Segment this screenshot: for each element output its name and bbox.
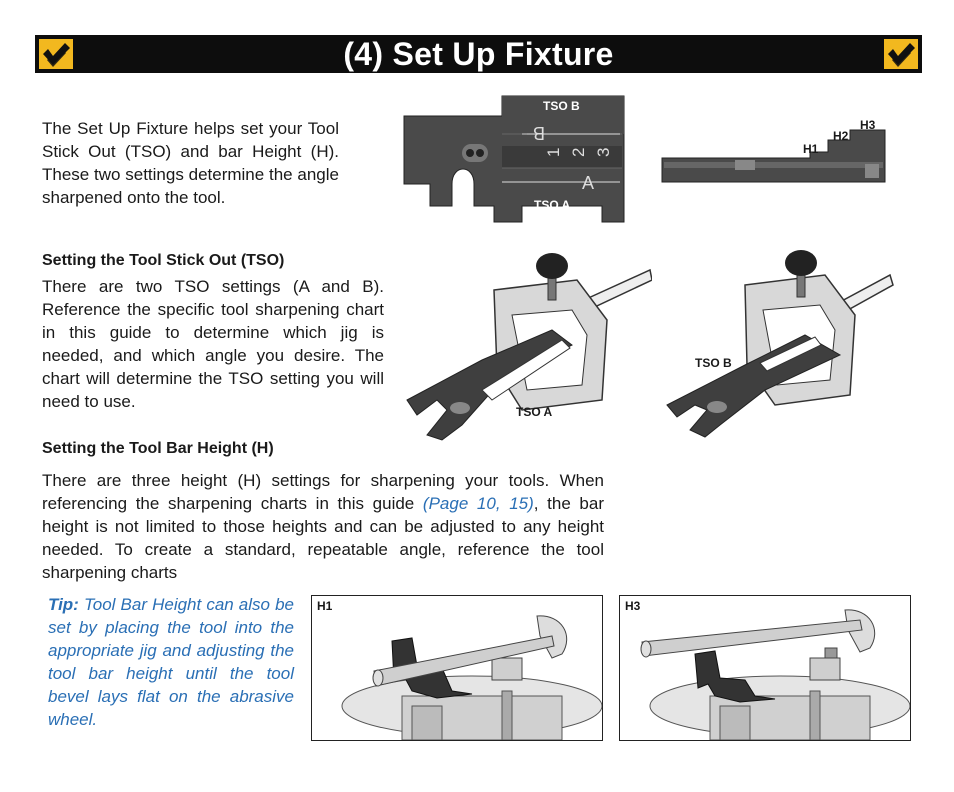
label-tso-a: TSO A: [534, 198, 571, 212]
checkmark-logo-icon: [884, 39, 918, 69]
fixture-letter-a: A: [582, 173, 594, 193]
height-paragraph: There are three height (H) settings for …: [42, 469, 604, 584]
photo-label-h1: H1: [317, 599, 333, 613]
fixture-number-2: 2: [569, 148, 588, 157]
page-reference-link[interactable]: (Page 10, 15): [422, 494, 534, 513]
checkmark-logo-icon: [39, 39, 73, 69]
fixture-letter-b: B: [533, 123, 545, 143]
tso-paragraph: There are two TSO settings (A and B). Re…: [42, 277, 384, 411]
label-h1: H1: [803, 142, 819, 156]
tso-heading: Setting the Tool Stick Out (TSO): [42, 252, 285, 269]
height-diagram: H1 H2 H3: [660, 118, 890, 188]
tip-label: Tip:: [48, 595, 79, 614]
height-heading: Setting the Tool Bar Height (H): [42, 440, 274, 457]
jig-illustration-tso-a: TSO A: [402, 250, 652, 450]
page-title: (4) Set Up Fixture: [343, 36, 614, 72]
label-jig-tso-b: TSO B: [695, 356, 732, 370]
photo-label-h3: H3: [625, 599, 641, 613]
label-h3: H3: [860, 118, 876, 132]
fixture-number-3: 3: [594, 148, 613, 157]
photo-h1: H1: [311, 595, 603, 741]
label-jig-tso-a: TSO A: [516, 405, 553, 419]
photo-h3: H3: [619, 595, 911, 741]
height-text-before: There are three height (H) settings for …: [42, 471, 604, 513]
jig-illustration-tso-b: TSO B: [665, 245, 895, 445]
label-h2: H2: [833, 129, 849, 143]
fixture-diagram: B 1 2 3 A TSO B TSO B TSO A: [402, 94, 632, 224]
label-tso-b: TSO B: [543, 99, 580, 113]
fixture-number-1: 1: [544, 148, 563, 157]
height-text-after: , the bar height is not limited to those…: [42, 494, 604, 582]
intro-paragraph: The Set Up Fixture helps set your Tool S…: [42, 119, 339, 207]
header-bar: (4) Set Up Fixture: [35, 35, 922, 73]
tip-note: Tip: Tool Bar Height can also be set by …: [48, 593, 294, 731]
tip-text: Tool Bar Height can also be set by placi…: [48, 595, 294, 729]
